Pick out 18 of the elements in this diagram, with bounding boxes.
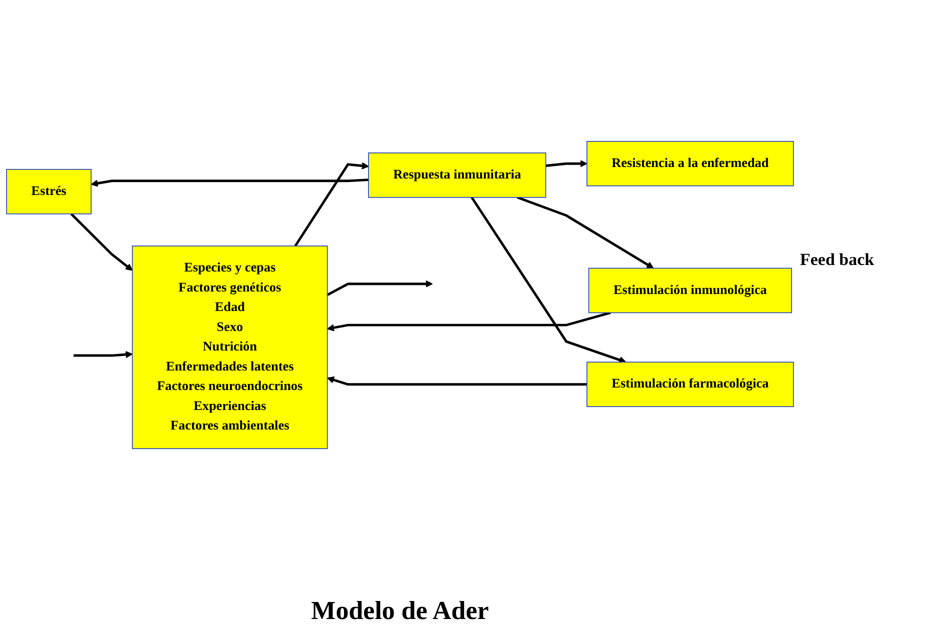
arrow [516,196,654,269]
arrow [90,178,369,187]
arrow [470,196,626,364]
arrow [70,212,133,271]
node-box: Resistencia a la enfermedad [586,140,794,186]
arrow [327,376,587,386]
arrow [294,162,369,247]
arrow [546,160,588,168]
node-box: Estrés [6,168,92,214]
arrow [327,312,611,332]
arrow [74,350,133,358]
note-text: Feed back [800,250,874,270]
node-box: Respuesta inmunitaria [368,152,546,198]
node-box: Especies y cepas Factores genéticos Edad Sexo Nutrición Enfermedades latentes Factores neuroendocrinos Experiencias Factores ambientales [132,246,328,450]
arrow [326,280,433,296]
node-box: Estimulación farmacológica [586,362,794,408]
node-box: Estimulación inmunológica [588,268,792,314]
caption: Modelo de Ader [311,596,489,625]
